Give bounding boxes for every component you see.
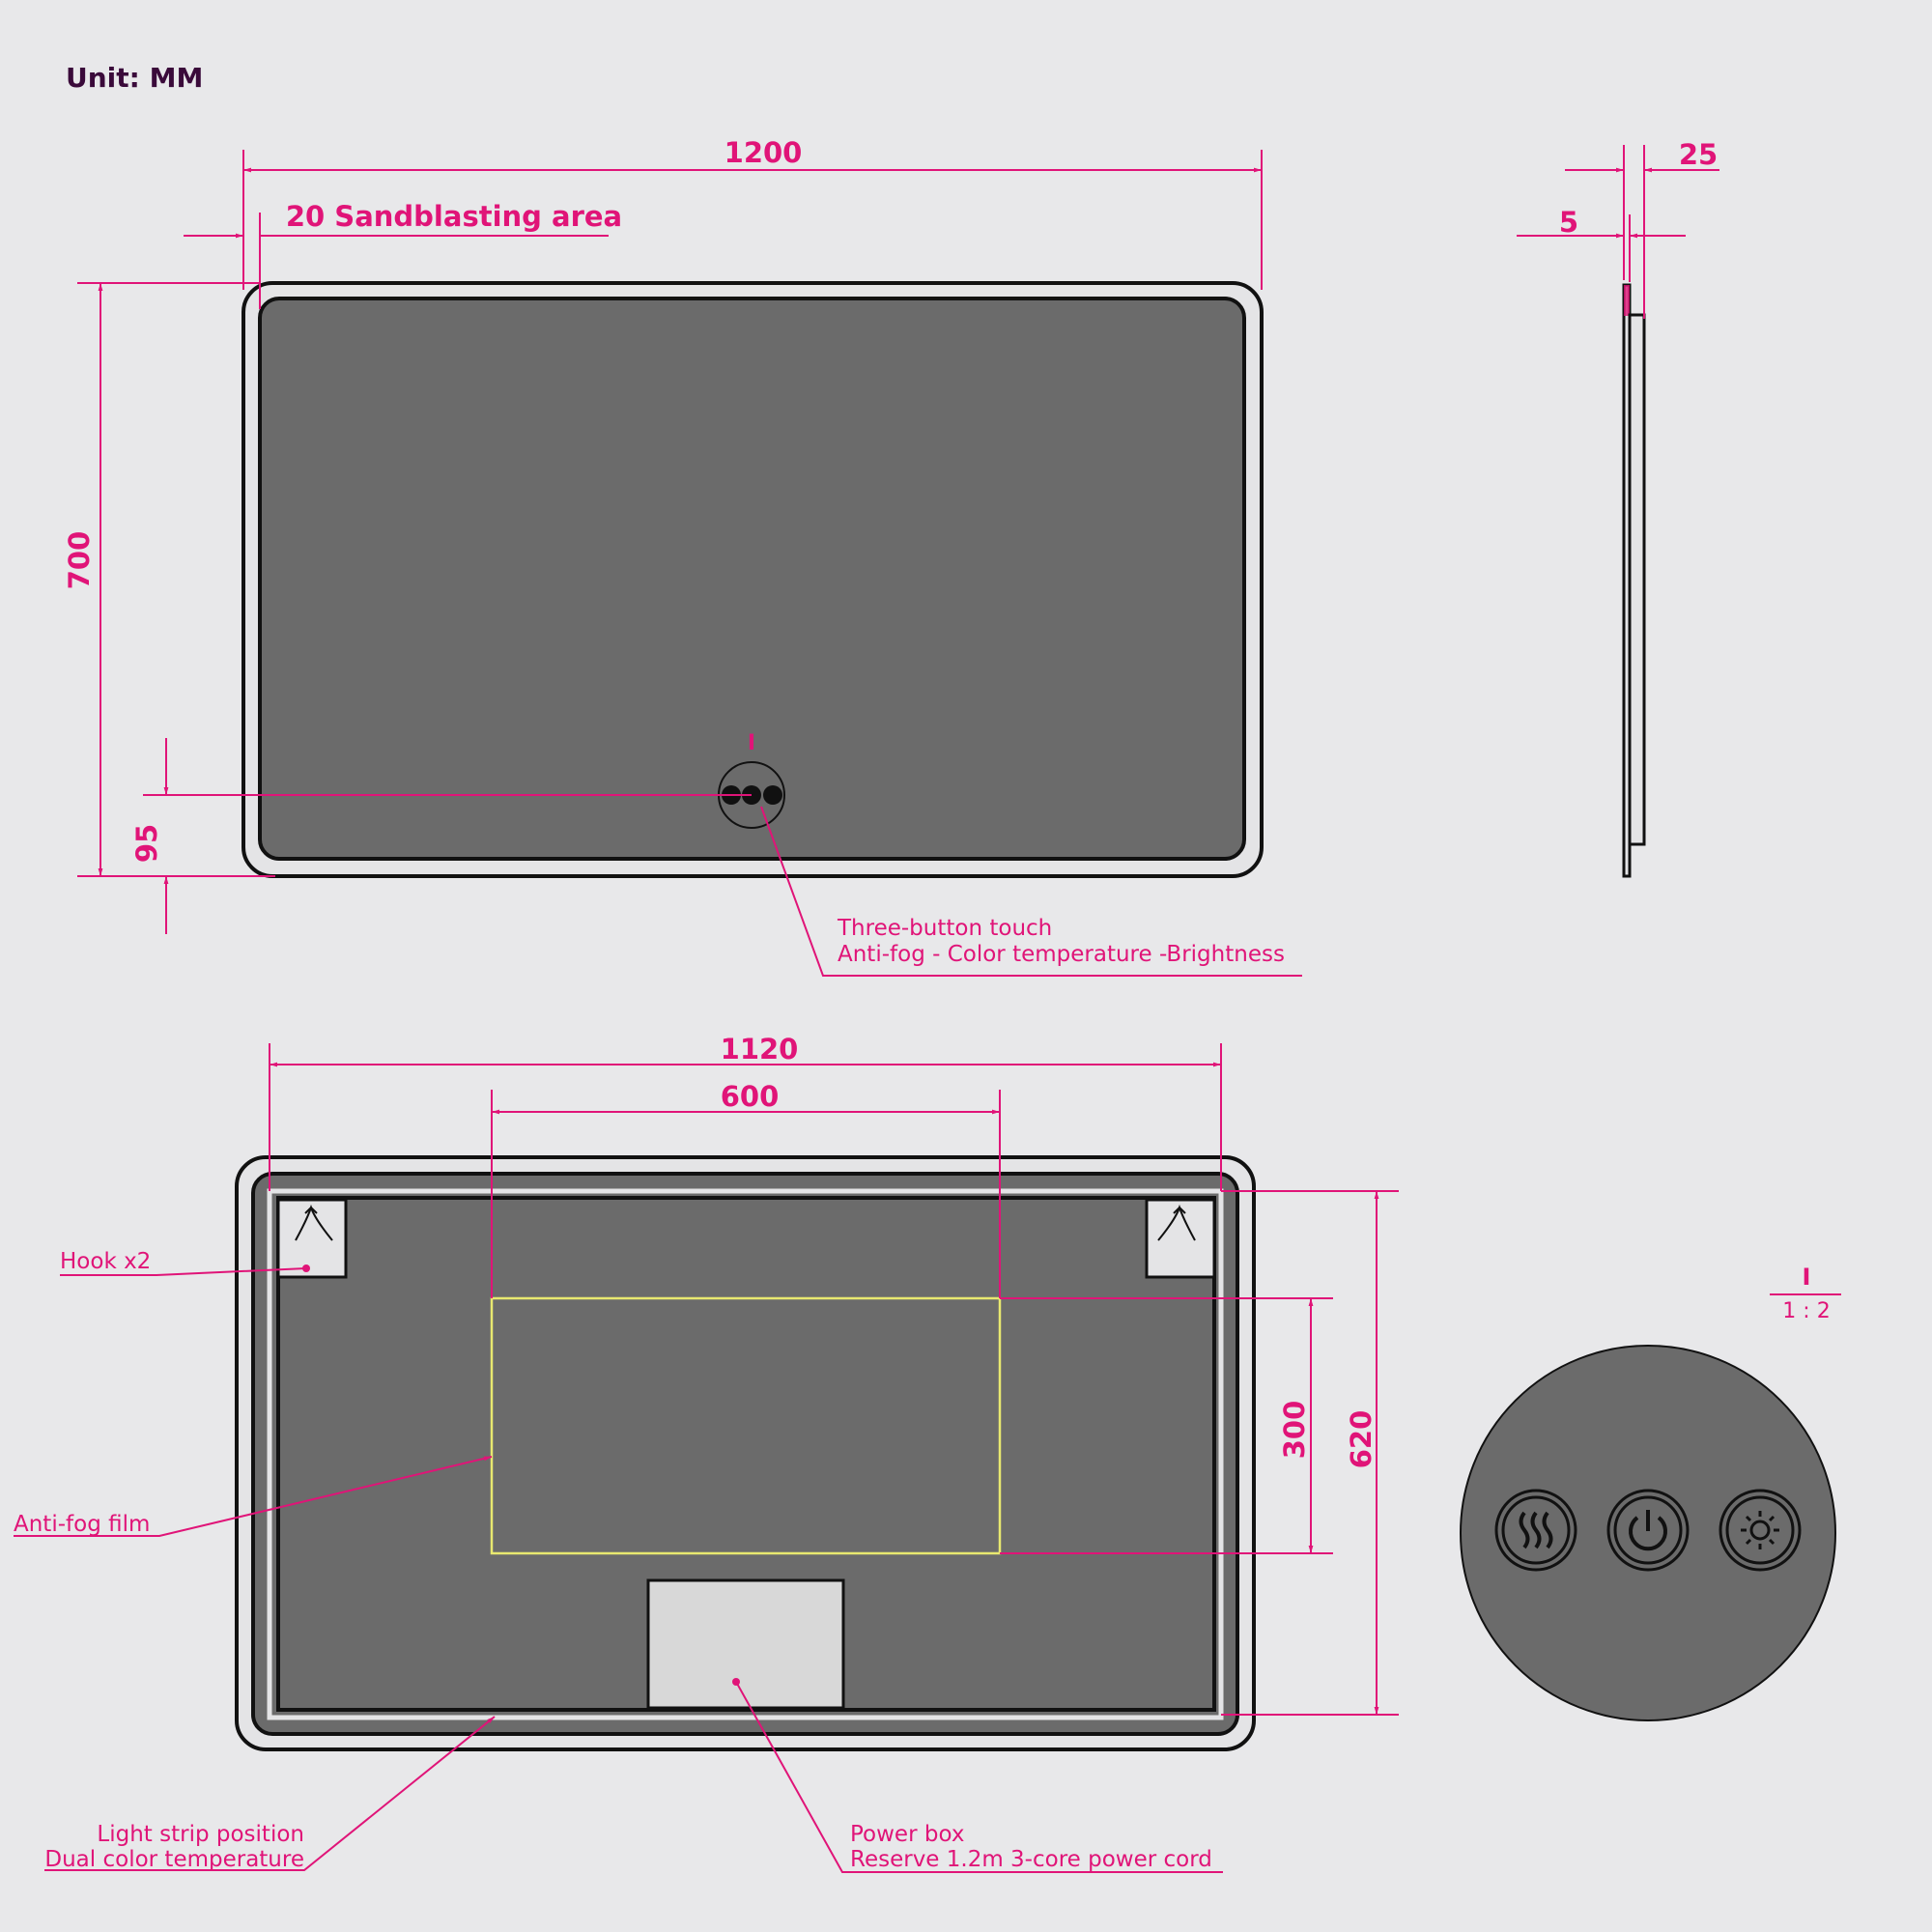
anti-fog-label: Anti-fog film [14,1512,150,1537]
back-panel [276,1196,1216,1712]
switch-callout-line2: Anti-fog - Color temperature -Brightness [838,942,1285,967]
light-strip-callout-line [44,1716,496,1871]
power-box-line2: Reserve 1.2m 3-core power cord [850,1847,1212,1872]
dimension-1120: 1120 [721,1033,799,1065]
unit-label: Unit: MM [66,62,203,94]
section-marker-front: I [748,731,755,755]
light-strip [267,1188,1224,1720]
power-box-line1: Power box [850,1822,964,1847]
light-strip-line1: Light strip position [97,1822,304,1847]
dimension-5: 5 [1559,206,1578,239]
detail-marker: I [1803,1264,1811,1291]
dimension-620: 620 [1345,1410,1378,1469]
light-strip-line2: Dual color temperature [44,1847,304,1872]
dimension-1200: 1200 [724,136,803,169]
switch-callout-line [760,806,1302,977]
switch-callout-line1: Three-button touch [837,916,1052,941]
dimension-700: 700 [63,531,96,590]
hook-label: Hook x2 [60,1249,151,1274]
back-view: 1120 600 300 620 Hook x2 Anti-fog film L… [14,1033,1399,1873]
dimension-600: 600 [721,1080,780,1113]
back-mirror-glass [251,1172,1239,1736]
dimension-300: 300 [1278,1401,1311,1460]
hook-right [1145,1198,1216,1279]
side-sandblast-mark [1624,285,1630,316]
side-body [1628,313,1646,846]
anti-fog-icon [1494,1489,1577,1572]
dimension-95: 95 [130,824,163,863]
front-mirror-glass [258,297,1246,861]
detail-scale: 1 : 2 [1782,1299,1830,1323]
power-box [646,1578,845,1710]
brightness-icon [1719,1489,1802,1572]
dimension-25: 25 [1679,138,1718,171]
detail-view: I 1 : 2 [1460,1264,1841,1721]
anti-fog-callout-line [14,1456,493,1537]
front-view: I 1200 20 Sandblasting area 700 95 Three… [63,136,1302,977]
sandblasting-label: 20 Sandblasting area [286,200,622,233]
hook-callout-line [60,1267,307,1276]
hook-left [276,1198,348,1279]
power-icon [1606,1489,1690,1572]
power-box-callout-line [735,1681,1223,1873]
side-view: 25 5 [1517,138,1719,878]
anti-fog-film [490,1296,1002,1555]
